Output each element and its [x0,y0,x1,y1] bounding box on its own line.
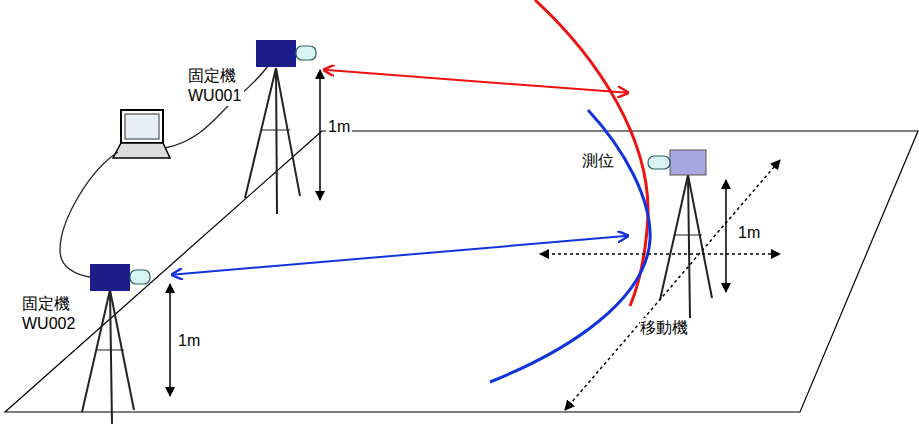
unit-label: 固定機 WU002 [22,294,78,334]
range-arrow [172,236,628,275]
mobile-unit [648,150,706,175]
height-arrow [170,70,726,396]
unit-label: 固定機 WU001 [188,66,244,106]
cable [60,152,118,278]
fixed-unit-node: 固定機 WU002 [22,262,170,342]
floor-plane [5,131,918,412]
fixed-unit [90,40,316,291]
range-arc [535,0,648,306]
position-label: 測位 [580,152,616,170]
dimension-label: 1m [326,118,352,136]
unit-label: 移動機 [640,318,710,338]
range-arrow [324,70,628,93]
laptop [113,110,170,158]
tripod [82,68,712,424]
mobile-unit-node: 移動機 [630,85,720,345]
dimension-label: 1m [736,224,762,242]
fixed-unit-node: 固定機 WU001 [188,36,322,108]
movement-arrow [540,160,780,410]
cable [165,66,268,148]
dimension-label: 1m [176,332,202,350]
